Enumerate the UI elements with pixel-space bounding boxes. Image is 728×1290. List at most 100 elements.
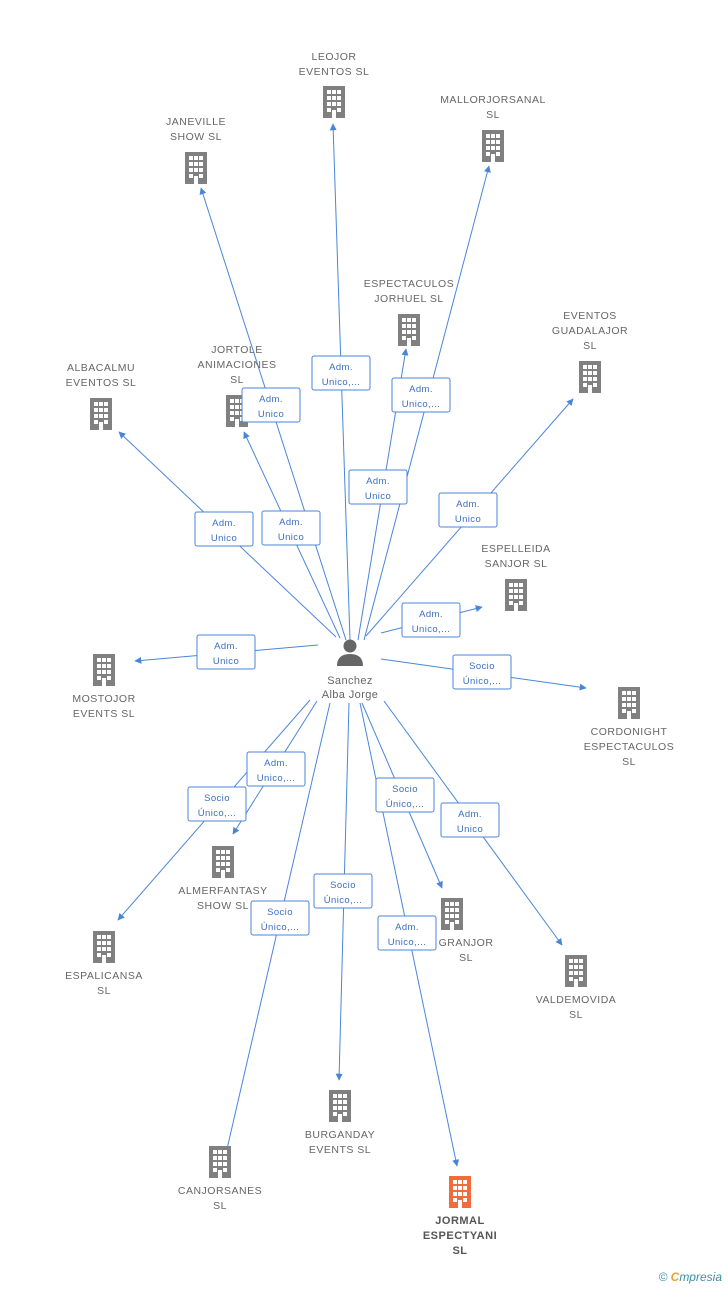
role-badge-box xyxy=(377,915,437,951)
building-icon xyxy=(93,931,115,963)
role-text-line: Unico,... xyxy=(257,773,295,784)
role-labels: Adm.Unico,...Adm.Unico,...Adm.UnicoAdm.U… xyxy=(187,355,512,951)
company-name-line: VALDEMOVIDA xyxy=(536,994,617,1006)
role-text-line: Adm. xyxy=(279,517,303,528)
role-badge[interactable]: SocioÚnico,... xyxy=(452,654,512,690)
building-icon xyxy=(323,86,345,118)
company-node-canjorsanes[interactable]: CANJORSANES SL xyxy=(178,1146,262,1212)
center-person[interactable]: Sanchez Alba Jorge xyxy=(322,639,379,702)
role-badge-box xyxy=(250,900,310,936)
role-badge-box xyxy=(313,873,373,909)
company-name-line: LEOJOR xyxy=(311,51,356,63)
role-text-line: Adm. xyxy=(259,394,283,405)
role-badge[interactable]: SocioÚnico,... xyxy=(375,777,435,813)
company-name-line: ESPELLEIDA xyxy=(481,543,550,555)
role-text-line: Adm. xyxy=(458,809,482,820)
role-badge-box xyxy=(440,802,500,838)
role-text-line: Adm. xyxy=(329,362,353,373)
role-badge[interactable]: Adm.Unico xyxy=(438,492,498,528)
role-badge[interactable]: Adm.Unico xyxy=(196,634,256,670)
company-name-line: SL xyxy=(452,1245,467,1257)
role-text-line: Unico xyxy=(457,824,483,835)
role-text-line: Único,... xyxy=(386,799,424,810)
role-badge[interactable]: Adm.Unico xyxy=(194,511,254,547)
company-name-line: JANEVILLE xyxy=(166,116,226,128)
company-name-line: ESPECTACULOS xyxy=(584,741,674,753)
building-icon xyxy=(618,687,640,719)
building-icon xyxy=(329,1090,351,1122)
role-badge[interactable]: Adm. Unico xyxy=(440,802,500,838)
role-text-line: Unico,... xyxy=(402,399,440,410)
role-badge-box xyxy=(438,492,498,528)
building-icon xyxy=(209,1146,231,1178)
brand-name: mpresia xyxy=(679,1270,722,1284)
brand-initial: C xyxy=(670,1270,680,1284)
building-icon xyxy=(579,361,601,393)
role-badge[interactable]: Adm.Unico,... xyxy=(311,355,371,391)
role-text-line: Socio xyxy=(469,661,495,672)
role-badge[interactable]: Adm.Unico xyxy=(348,469,408,505)
company-node-jormal[interactable]: JORMAL ESPECTYANI SL xyxy=(423,1176,497,1257)
company-name-line: EVENTS SL xyxy=(73,708,135,720)
company-name-line: JORTOLE xyxy=(211,344,263,356)
role-text-line: Único,... xyxy=(198,808,236,819)
company-node-valdemovida[interactable]: VALDEMOVIDA SL xyxy=(536,955,617,1021)
company-name-line: CANJORSANES xyxy=(178,1185,262,1197)
building-icon xyxy=(212,846,234,878)
building-icon xyxy=(398,314,420,346)
role-text-line: Único,... xyxy=(463,676,501,687)
role-text-line: Adm. xyxy=(212,518,236,529)
company-name-line: SL xyxy=(569,1009,583,1021)
person-name-line2: Alba Jorge xyxy=(322,689,379,701)
company-name-line: MALLORJORSANAL xyxy=(440,94,546,106)
role-badge[interactable]: Adm.Unico,... xyxy=(401,602,461,638)
company-name-line: ESPECTYANI xyxy=(423,1230,497,1242)
role-text-line: Socio xyxy=(267,907,293,918)
company-name-line: SL xyxy=(97,985,111,997)
role-text-line: Unico xyxy=(278,532,304,543)
role-badge[interactable]: Adm. Unico,... xyxy=(391,377,451,413)
role-text-line: Adm. xyxy=(395,922,419,933)
company-name-line: JORMAL xyxy=(435,1215,484,1227)
role-badge[interactable]: SocioÚnico,... xyxy=(187,786,247,822)
role-badge-box xyxy=(246,751,306,787)
company-name-line: SL xyxy=(230,374,244,386)
company-name-line: ALBACALMU xyxy=(67,362,135,374)
role-badge[interactable]: Adm. Unico xyxy=(261,510,321,546)
company-name-line: EVENTOS xyxy=(563,310,617,322)
role-text-line: Adm. xyxy=(409,384,433,395)
company-name-line: ALMERFANTASY xyxy=(178,885,267,897)
role-text-line: Unico,... xyxy=(388,937,426,948)
role-badge[interactable]: SocioÚnico,... xyxy=(250,900,310,936)
role-badge-box xyxy=(194,511,254,547)
building-icon xyxy=(505,579,527,611)
role-badge[interactable]: Adm.Unico,... xyxy=(246,751,306,787)
role-badge[interactable]: Adm. Unico,... xyxy=(377,915,437,951)
building-icon xyxy=(90,398,112,430)
role-badge[interactable]: Adm.Unico xyxy=(241,387,301,423)
role-text-line: Único,... xyxy=(261,922,299,933)
role-badge[interactable]: SocioÚnico,... xyxy=(313,873,373,909)
role-badge-box xyxy=(196,634,256,670)
company-name-line: BURGANDAY xyxy=(305,1129,375,1141)
role-badge-box xyxy=(452,654,512,690)
company-name-line: CORDONIGHT xyxy=(591,726,668,738)
role-text-line: Unico xyxy=(455,514,481,525)
company-name-line: SL xyxy=(213,1200,227,1212)
role-badge-box xyxy=(311,355,371,391)
